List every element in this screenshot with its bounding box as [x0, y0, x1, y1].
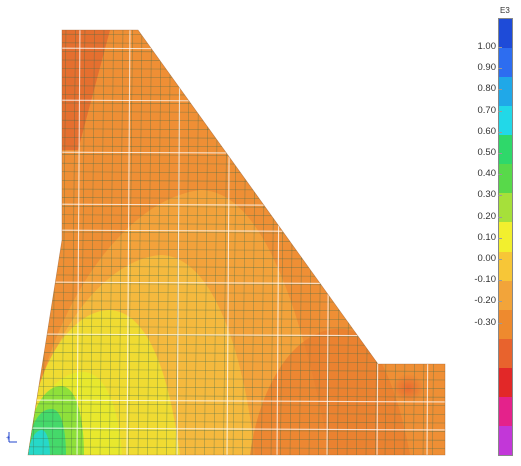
scale-label: 0.20 [477, 210, 502, 222]
mesh-line [28, 437, 445, 441]
grid-line [28, 399, 445, 403]
mesh-line [28, 386, 445, 389]
mesh-line [90, 30, 95, 455]
scale-label: -0.20 [474, 295, 502, 307]
color-scale-bar [498, 18, 513, 456]
scale-label: 0.30 [477, 189, 502, 201]
scale-segment [499, 135, 512, 165]
dam-outline [27, 29, 446, 456]
mesh-line [28, 420, 445, 424]
scale-label: 0.60 [477, 125, 502, 137]
scale-segment [499, 280, 512, 310]
mesh-line [99, 30, 105, 455]
scale-label: -0.30 [474, 316, 502, 328]
scale-segment [499, 193, 512, 223]
scale-label: 0.70 [477, 104, 502, 116]
mesh-line [80, 30, 86, 455]
scale-label: 0.80 [477, 83, 502, 95]
mesh-line [28, 377, 445, 381]
scale-label: 1.00 [477, 41, 502, 52]
mesh-line [147, 30, 152, 455]
axis-triad-icon: + [6, 432, 17, 443]
mesh-line [33, 30, 38, 455]
mesh-line [71, 30, 76, 455]
scale-label: 0.10 [477, 231, 502, 243]
scale-label: 0.90 [477, 62, 502, 74]
mesh-line [28, 30, 29, 455]
mesh-line [28, 394, 445, 398]
scale-segment [499, 77, 512, 107]
scale-segment [499, 367, 512, 397]
scale-segment [499, 164, 512, 194]
svg-text:+: + [6, 435, 10, 442]
mesh-line [109, 30, 114, 455]
legend-unit-label: E3 [500, 6, 510, 15]
grid-line [28, 427, 445, 431]
mesh-line [28, 412, 445, 415]
mesh-line [156, 30, 162, 455]
scale-segment [499, 396, 512, 426]
color-scale-labels: 1.00 0.90 0.80 0.70 0.60 0.50 0.40 0.30 0.20 0.10… [462, 0, 502, 466]
scale-label: 0.40 [477, 168, 502, 180]
mesh-line [61, 30, 67, 455]
scale-segment [499, 338, 512, 368]
mesh-line [28, 429, 445, 432]
mesh-line [118, 30, 124, 455]
scale-label: -0.10 [474, 274, 502, 286]
scale-segment [499, 106, 512, 136]
scale-label: 0.00 [477, 253, 502, 264]
grid-line [126, 30, 131, 455]
scale-segment [499, 309, 512, 339]
mesh-line [28, 369, 445, 372]
scale-segment [499, 251, 512, 281]
mesh-line [28, 403, 445, 407]
scale-segment [499, 222, 512, 252]
mesh-line [137, 30, 143, 455]
mesh-line [128, 30, 133, 455]
mesh-line [166, 30, 171, 455]
scale-label: 0.50 [477, 147, 502, 158]
scale-segment [499, 425, 512, 455]
grid-line [176, 30, 181, 455]
scale-segment [499, 48, 512, 78]
grid-line [76, 30, 81, 455]
mesh-line [28, 446, 445, 450]
scale-segment [499, 19, 512, 49]
